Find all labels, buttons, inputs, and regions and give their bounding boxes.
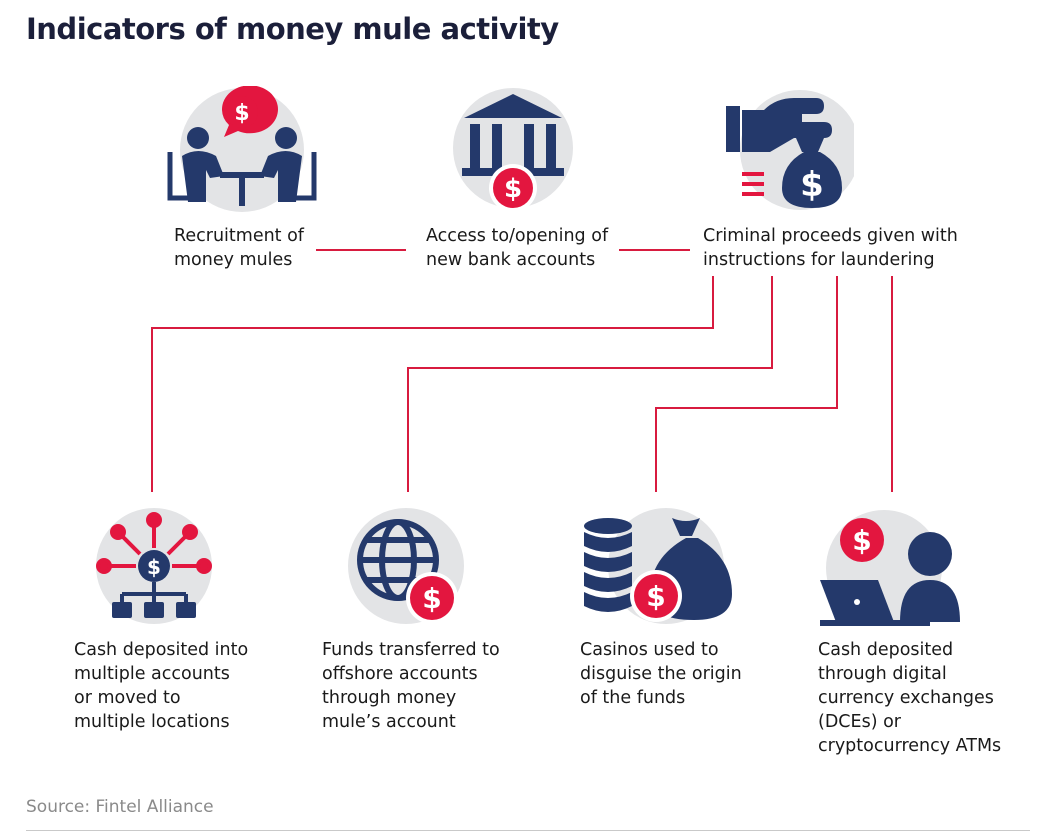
svg-text:$: $ [147, 555, 161, 579]
coins-money-bag-icon: $ [584, 508, 732, 624]
svg-text:$: $ [234, 101, 249, 126]
source-note: Source: Fintel Alliance [26, 797, 214, 817]
globe-dollar-icon: $ [348, 508, 464, 624]
svg-text:$: $ [422, 582, 441, 615]
hand-money-bag-icon: $ [726, 90, 854, 210]
svg-text:$: $ [504, 174, 522, 204]
chart-title: Indicators of money mule activity [26, 12, 559, 46]
footer-divider [26, 830, 1030, 831]
distribution-network-icon: $ [96, 508, 212, 624]
svg-text:$: $ [800, 165, 824, 205]
connector-to-cash-deposited [151, 276, 714, 492]
svg-text:$: $ [646, 580, 665, 613]
person-laptop-dollar-icon: $ [820, 510, 960, 626]
connector-to-funds-transferred [407, 276, 773, 492]
svg-text:$: $ [852, 524, 871, 557]
connector-to-casinos [655, 276, 838, 492]
bank-dollar-icon: $ [453, 88, 573, 212]
meeting-dollar-icon: $ [167, 86, 317, 212]
